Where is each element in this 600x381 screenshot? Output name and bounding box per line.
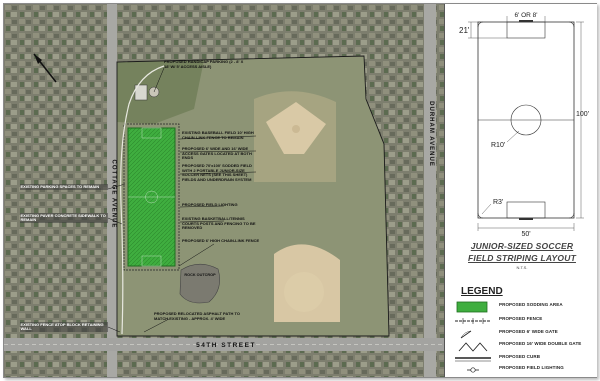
54th-street-label: 54TH STREET: [196, 342, 256, 349]
sod-fill-swatch-icon: [456, 301, 488, 313]
legend-item-fence: PROPOSED FENCE: [449, 315, 595, 327]
existing-building: [134, 84, 148, 101]
paver-sidewalk-note: EXISTING PAVER CONCRETE SIDEWALK TO REMA…: [20, 213, 108, 224]
durham-avenue-label: DURHAM AVENUE: [428, 101, 434, 167]
light-pole-icon: [467, 367, 479, 373]
dim-100-label: 100': [576, 111, 589, 118]
block-wall-note: EXISTING FENCE ATOP BLOCK RETAINING WALL: [20, 322, 108, 333]
existing-baseball-field-south: [274, 244, 340, 322]
legend-item-lighting: PROPOSED FIELD LIGHTING: [449, 364, 595, 376]
legend-label: PROPOSED SODDING AREA: [499, 302, 563, 307]
double-gate-icon: [458, 342, 488, 352]
dim-21-label: 21': [459, 26, 470, 35]
legend-label: PROPOSED FIELD LIGHTING: [499, 365, 564, 370]
site-plan-frame: ROCK OUTCROP: [3, 3, 597, 378]
bottom-goal-area: [506, 201, 546, 219]
durham-avenue-road: [424, 4, 436, 377]
handicap-parking-note: PROPOSED HANDICAP PARKING (2 - 8' X 18' …: [164, 60, 243, 68]
rock-outcrop-label: ROCK OUTCROP: [184, 273, 216, 277]
callout-leaders: [107, 67, 257, 333]
field-lighting-note: PROPOSED FIELD LIGHTING: [182, 203, 238, 207]
diagram-caption-line2: FIELD STRIPING LAYOUT: [468, 253, 576, 263]
proposed-fence: [123, 123, 180, 271]
corner-arc: [477, 212, 484, 219]
legend-label: PROPOSED FENCE: [499, 316, 543, 321]
dim-r3-label: R3': [493, 199, 503, 206]
cottage-avenue-label: COTTAGE AVENUE: [111, 160, 117, 229]
top-goal: [519, 20, 533, 22]
legend-label: PROPOSED CURB: [499, 354, 541, 359]
legend-label: PROPOSED 6' WIDE GATE: [499, 329, 558, 334]
asphalt-path-note: PROPOSED RELOCATED ASPHALT PATH TO MATCH…: [154, 312, 240, 320]
legend-item-sodding: PROPOSED SODDING AREA: [449, 301, 595, 313]
curb-line-icon: [455, 357, 491, 362]
access-gates-note: PROPOSED 6' WIDE AND 16' WIDE ACCESS GAT…: [182, 147, 252, 159]
legend-item-single-gate: PROPOSED 6' WIDE GATE: [449, 328, 595, 340]
bottom-goal: [519, 218, 533, 220]
asphalt-path: [120, 65, 165, 335]
soccer-field-striping-diagram: 21' 6' OR 8' 100' R10' R3' 50': [459, 12, 589, 238]
aerial-site-map: ROCK OUTCROP: [4, 4, 444, 377]
proposed-sodding-area: [127, 127, 176, 267]
baseball-field-note: EXISTING BASEBALL FIELD 10' HIGH CHAIN-L…: [182, 131, 254, 139]
fence-line-icon: [455, 318, 491, 324]
legend-item-double-gate: PROPOSED 16' WIDE DOUBLE GATE: [449, 340, 595, 352]
legend-label: PROPOSED 16' WIDE DOUBLE GATE: [499, 341, 582, 346]
existing-baseball-field: [254, 91, 336, 182]
dim-50-label: 50': [521, 231, 530, 238]
soccer-field-note: PROPOSED 70'x100' SODDED FIELD WITH 2 PO…: [182, 164, 252, 182]
chain-link-fence-note: PROPOSED 6' HIGH CHAIN-LINK FENCE: [182, 239, 259, 243]
rock-outcrop: ROCK OUTCROP: [179, 263, 220, 304]
north-arrow-icon: [33, 53, 57, 83]
legend-title: LEGEND: [461, 286, 503, 297]
site-boundary-line: [116, 55, 390, 337]
top-goal-area: [506, 21, 546, 39]
cottage-avenue-road: [107, 4, 117, 377]
dim-goal-label: 6' OR 8': [514, 12, 537, 19]
diagram-scale-note: N.T.S.: [516, 265, 528, 270]
diagram-caption-line1: JUNIOR-SIZED SOCCER: [470, 241, 574, 251]
center-circle: [510, 104, 542, 136]
basketball-courts-note: EXISTING BASKETBALL/TENNIS COURTS POSTS …: [182, 217, 256, 229]
existing-parking-note: EXISTING PARKING SPACES TO REMAIN: [20, 184, 108, 190]
single-gate-icon: [460, 330, 472, 339]
legend-item-curb: PROPOSED CURB: [449, 353, 595, 365]
dim-r10-label: R10': [491, 142, 505, 149]
detail-panel: 21' 6' OR 8' 100' R10' R3' 50' JUNIOR-SI…: [444, 4, 597, 377]
